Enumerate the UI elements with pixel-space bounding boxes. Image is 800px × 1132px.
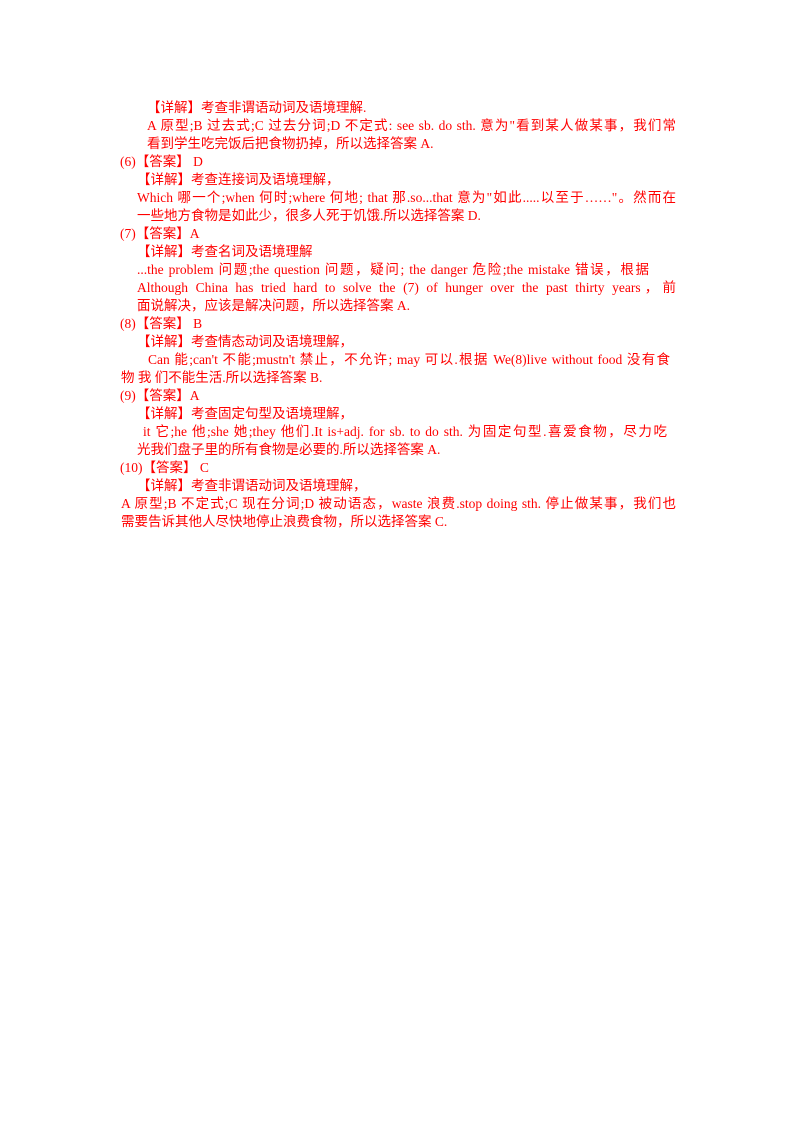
explanation-text-7-line2: Although China has tried hard to solve t… xyxy=(137,280,676,295)
explanation-text-5-line2: 看到学生吃完饭后把食物扔掉，所以选择答案 A. xyxy=(147,136,434,151)
explanation-heading-8: 【详解】考查情态动词及语境理解， xyxy=(137,334,353,349)
explanation-text-5-line1: A 原型;B 过去式;C 过去分词;D 不定式: see sb. do sth.… xyxy=(147,118,676,133)
explanation-text-6-line1: Which 哪一个;when 何时;where 何地; that 那.so...… xyxy=(137,190,676,205)
answer-8: (8)【答案】 B xyxy=(120,316,203,331)
explanation-text-6-line2: 一些地方食物是如此少，很多人死于饥饿.所以选择答案 D. xyxy=(137,208,481,223)
explanation-text-7-line1: ...the problem 问题;the question 问题，疑问; th… xyxy=(137,262,649,277)
explanation-text-9-line1: it 它;he 他;she 她;they 他们.It is+adj. for s… xyxy=(143,424,667,439)
answer-9: (9)【答案】A xyxy=(120,388,200,403)
explanation-text-8-line2: 物 我 们不能生活.所以选择答案 B. xyxy=(121,370,323,385)
explanation-text-9-line2: 光我们盘子里的所有食物是必要的.所以选择答案 A. xyxy=(137,442,441,457)
explanation-text-8-line1: Can 能;can't 不能;mustn't 禁止，不允许; may 可以.根据… xyxy=(148,352,670,367)
explanation-heading-7: 【详解】考查名词及语境理解 xyxy=(137,244,313,259)
answer-6: (6)【答案】 D xyxy=(120,154,203,169)
explanation-text-10-line1: A 原型;B 不定式;C 现在分词;D 被动语态，waste 浪费.stop d… xyxy=(121,496,676,511)
answer-10: (10)【答案】 C xyxy=(120,460,209,475)
explanation-text-10-line2: 需要告诉其他人尽快地停止浪费食物，所以选择答案 C. xyxy=(121,514,448,529)
answer-7: (7)【答案】A xyxy=(120,226,200,241)
explanation-heading-9: 【详解】考查固定句型及语境理解， xyxy=(137,406,353,421)
explanation-heading-5: 【详解】考查非谓语动词及语境理解. xyxy=(147,100,367,115)
explanation-text-7-line3: 面说解决，应该是解决问题，所以选择答案 A. xyxy=(137,298,410,313)
explanation-heading-6: 【详解】考查连接词及语境理解， xyxy=(137,172,340,187)
explanation-heading-10: 【详解】考查非谓语动词及语境理解， xyxy=(137,478,367,493)
